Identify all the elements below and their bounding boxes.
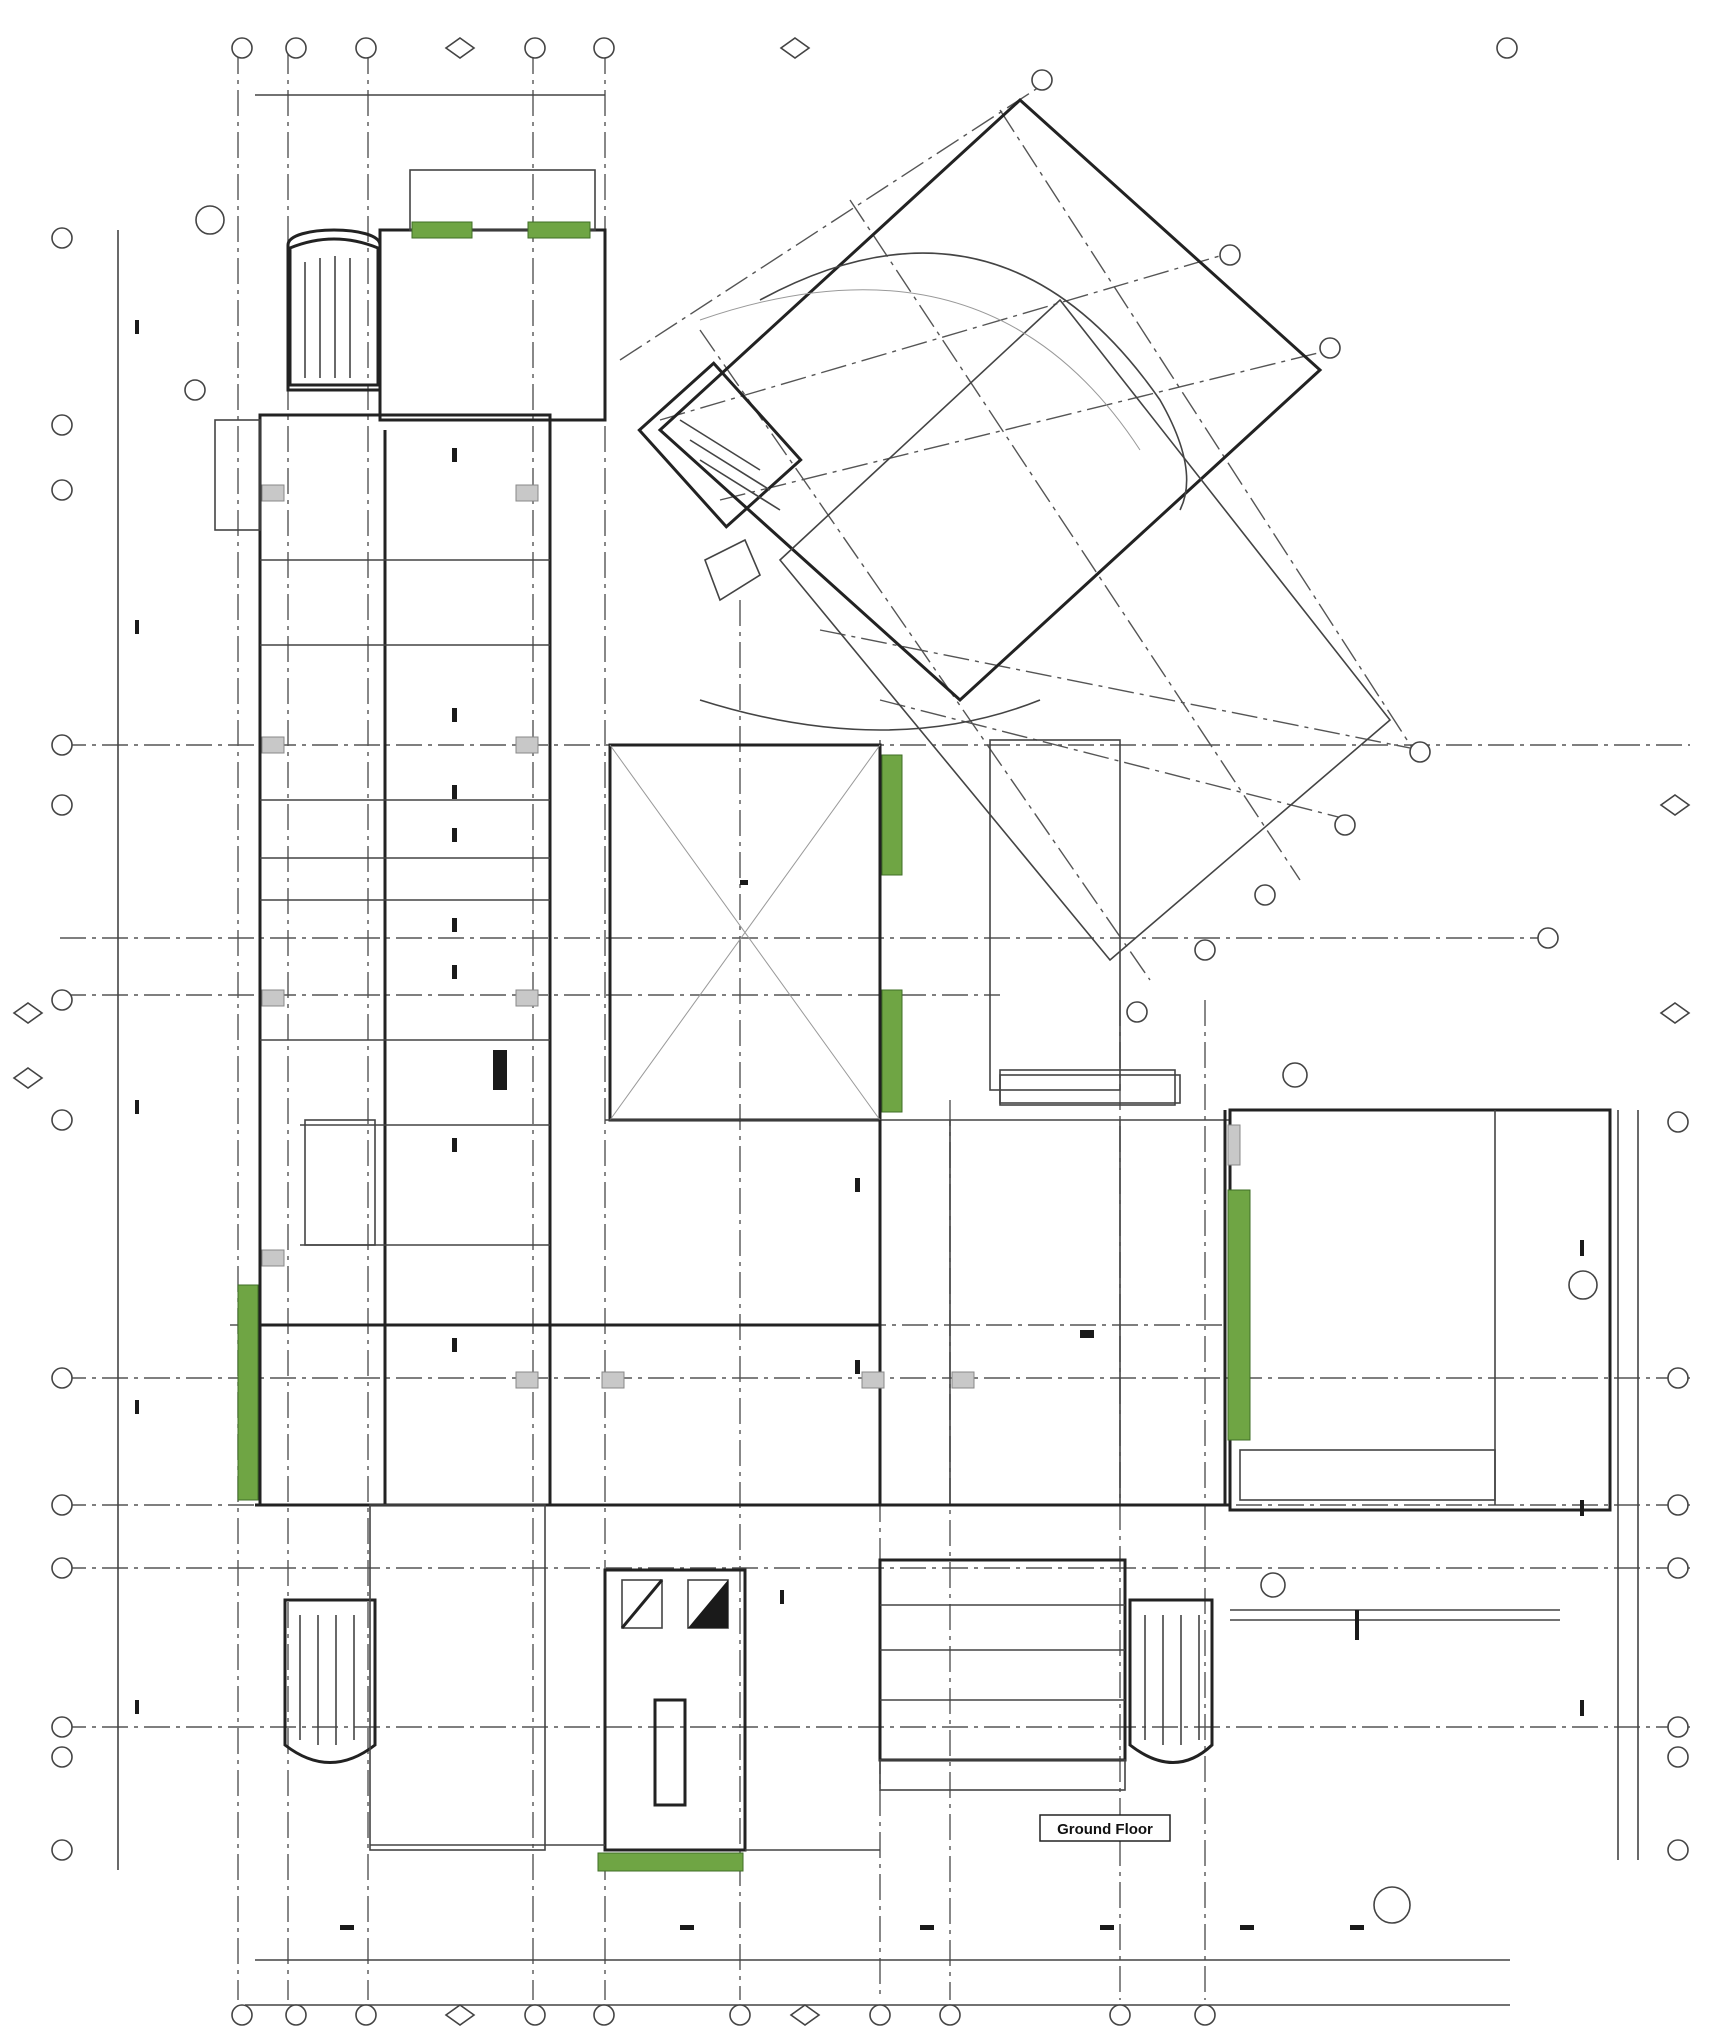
grid-bubble-icon — [1282, 1062, 1308, 1088]
grid-bubble-icon — [1109, 2004, 1131, 2026]
grid-bubble-icon — [285, 37, 307, 59]
annotation-marks — [135, 320, 1584, 1930]
section-marker-icon — [12, 1067, 44, 1089]
grid-bubble-icon — [51, 227, 73, 249]
diagonal-grid-lines — [619, 79, 1421, 981]
section-marker-icon — [789, 2004, 821, 2026]
grid-bubbles-right — [1537, 794, 1691, 1861]
grid-bubble-icon — [51, 479, 73, 501]
grid-bubble-icon — [184, 379, 206, 401]
grid-bubble-icon — [51, 734, 73, 756]
grid-bubble-icon — [1667, 1839, 1689, 1861]
grid-bubble-icon — [1496, 37, 1518, 59]
section-marker-icon — [444, 37, 476, 59]
grid-bubble-icon — [51, 1494, 73, 1516]
north-block-walls — [214, 169, 607, 531]
grid-bubble-icon — [1667, 1367, 1689, 1389]
stair-cores — [283, 237, 1214, 1852]
grid-bubble-icon — [1254, 884, 1276, 906]
grid-bubble-icon — [1319, 337, 1341, 359]
north-arrow-icon — [1373, 1886, 1411, 1924]
grid-bubble-icon — [1537, 927, 1559, 949]
vertical-grid-lines — [237, 48, 1206, 2000]
grid-bubble-icon — [231, 37, 253, 59]
south-block-walls — [255, 1503, 1230, 1851]
left-wing-walls — [255, 413, 880, 1507]
floor-label-tag: Ground Floor — [1039, 1814, 1171, 1842]
section-marker-icon — [1659, 1002, 1691, 1024]
grid-bubble-icon — [1667, 1716, 1689, 1738]
grid-bubble-icon — [355, 37, 377, 59]
grid-bubble-icon — [1568, 1270, 1598, 1300]
grid-bubble-icon — [1667, 1746, 1689, 1768]
grid-bubble-icon — [1334, 814, 1356, 836]
grid-bubble-icon — [51, 1716, 73, 1738]
section-marker-icon — [12, 1002, 44, 1024]
grid-bubble-icon — [593, 37, 615, 59]
section-marker-icon — [779, 37, 811, 59]
structural-columns — [261, 484, 1241, 1389]
grid-bubble-icon — [51, 1746, 73, 1768]
grid-bubble-icon — [1126, 1001, 1148, 1023]
diagonal-wing-walls — [637, 97, 1392, 1106]
grid-bubble-icon — [939, 2004, 961, 2026]
grid-bubbles-top — [231, 37, 1518, 59]
grid-bubble-icon — [869, 2004, 891, 2026]
section-marker-icon — [444, 2004, 476, 2026]
grid-bubble-icon — [593, 2004, 615, 2026]
grid-bubble-icon — [51, 989, 73, 1011]
grid-bubbles-diagonal — [184, 69, 1598, 1924]
dimension-strings — [117, 94, 1639, 2006]
central-lobby-walls — [605, 743, 1230, 1505]
grid-bubble-icon — [1194, 2004, 1216, 2026]
grid-bubble-icon — [1409, 741, 1431, 763]
grid-bubble-icon — [1667, 1111, 1689, 1133]
grid-bubble-icon — [1219, 244, 1241, 266]
grid-bubble-icon — [51, 1557, 73, 1579]
grid-bubble-icon — [51, 1367, 73, 1389]
grid-bubble-icon — [729, 2004, 751, 2026]
grid-bubble-icon — [51, 1109, 73, 1131]
grid-bubble-icon — [51, 1839, 73, 1861]
grid-bubble-icon — [51, 794, 73, 816]
grid-bubble-icon — [51, 414, 73, 436]
section-marker-icon — [1659, 794, 1691, 816]
east-wing-walls — [1228, 1108, 1612, 1621]
grid-bubble-icon — [231, 2004, 253, 2026]
grid-bubble-icon — [1667, 1494, 1689, 1516]
grid-bubble-icon — [1667, 1557, 1689, 1579]
grid-bubble-icon — [1260, 1572, 1286, 1598]
grid-bubble-icon — [355, 2004, 377, 2026]
grid-bubble-icon — [524, 2004, 546, 2026]
planters — [237, 221, 1251, 1872]
grid-bubble-icon — [1031, 69, 1053, 91]
north-arrow-icon — [195, 205, 225, 235]
grid-bubble-icon — [524, 37, 546, 59]
floor-label-text: Ground Floor — [1057, 1821, 1153, 1838]
grid-bubble-icon — [1194, 939, 1216, 961]
grid-bubble-icon — [285, 2004, 307, 2026]
grid-bubbles-bottom — [231, 2004, 1216, 2026]
grid-bubbles-left — [12, 227, 73, 1861]
